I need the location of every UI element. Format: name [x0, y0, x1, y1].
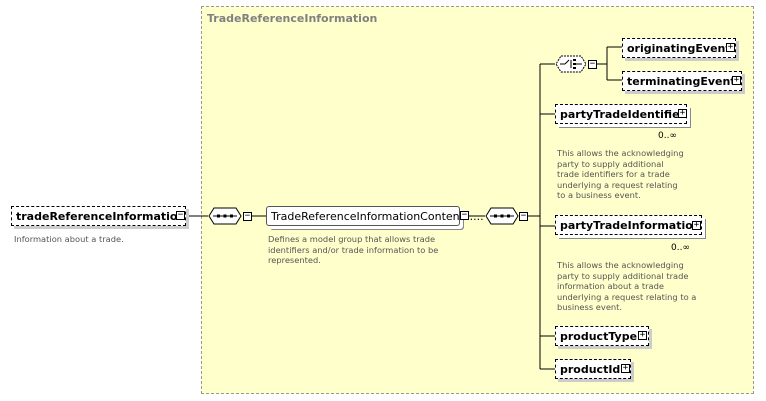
model-group-box[interactable]: TradeReferenceInformationContents....: [266, 206, 484, 226]
choice-compositor-icon[interactable]: [555, 55, 587, 73]
product-type-expand-plus-icon[interactable]: +: [638, 330, 647, 340]
party-trade-identifier-multiplicity: 0..∞: [658, 131, 677, 141]
root-collapse-minus-icon[interactable]: −: [176, 210, 185, 220]
element-party-trade-information[interactable]: partyTradeInformation: [555, 215, 702, 235]
choice-collapse-minus-icon[interactable]: −: [588, 59, 597, 69]
group-box: [201, 6, 754, 394]
party-trade-identifier-description: This allows the acknowledging party to s…: [557, 148, 684, 200]
originating-event-expand-plus-icon[interactable]: +: [726, 42, 735, 52]
party-trade-information-multiplicity: 0..∞: [671, 243, 690, 253]
model-group-description: Defines a model group that allows trade …: [268, 234, 439, 265]
party-trade-information-description: This allows the acknowledging party to s…: [557, 260, 697, 312]
sequence-collapse-minus-icon[interactable]: −: [243, 211, 252, 221]
element-label: productType: [560, 329, 638, 343]
element-product-id[interactable]: productId: [555, 359, 631, 379]
sequence-compositor-icon[interactable]: [208, 207, 242, 225]
inner-sequence-compositor-icon[interactable]: [485, 207, 519, 225]
group-title: TradeReferenceInformation: [207, 12, 378, 25]
root-description: Information about a trade.: [14, 234, 124, 244]
element-party-trade-identifier[interactable]: partyTradeIdentifier: [555, 104, 687, 124]
terminating-event-expand-plus-icon[interactable]: +: [732, 75, 741, 85]
element-label: partyTradeInformation: [560, 218, 701, 232]
party-trade-identifier-expand-plus-icon[interactable]: +: [678, 108, 687, 118]
party-trade-information-expand-plus-icon[interactable]: +: [692, 220, 701, 230]
element-originating-event[interactable]: originatingEvent: [622, 38, 736, 58]
product-id-expand-plus-icon[interactable]: +: [621, 363, 630, 373]
element-label: partyTradeIdentifier: [560, 107, 685, 121]
element-label: originatingEvent: [627, 41, 731, 55]
root-element-box[interactable]: tradeReferenceInformation: [11, 206, 186, 226]
inner-sequence-collapse-minus-icon[interactable]: −: [519, 211, 528, 221]
element-product-type[interactable]: productType: [555, 326, 649, 346]
element-terminating-event[interactable]: terminatingEvent: [622, 71, 742, 91]
element-label: productId: [560, 362, 621, 376]
model-group-collapse-minus-icon[interactable]: −: [460, 210, 469, 220]
element-label: terminatingEvent: [627, 74, 736, 88]
root-element-label: tradeReferenceInformation: [16, 209, 186, 223]
model-group-label: TradeReferenceInformationContents....: [271, 209, 484, 223]
